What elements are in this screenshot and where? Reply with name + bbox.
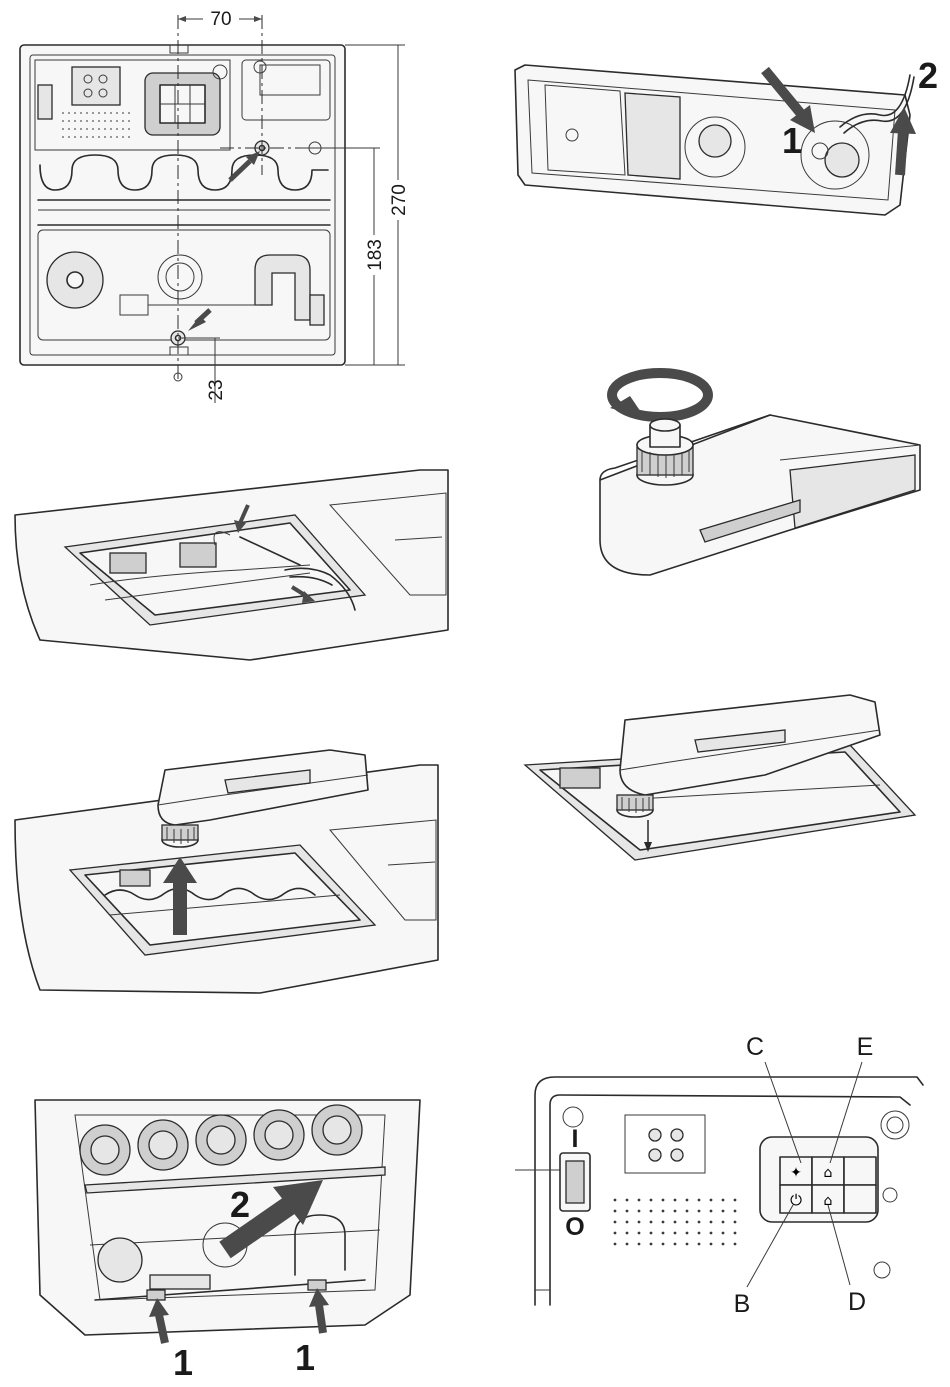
callout-1-right-label: 1	[295, 1337, 315, 1378]
dimension-drawing: 70 270 183 23	[10, 5, 430, 405]
switch-off-mark: O	[565, 1213, 584, 1241]
label-c: C	[746, 1033, 764, 1061]
panel-installation-dimensions: 70 270 183 23	[10, 5, 430, 405]
panel-cover-cable-routing: 1 2	[510, 55, 940, 230]
filter-cap-drawing	[590, 360, 930, 580]
panel-control-elements: I O ✦ ⌂ ⏻ ⌂ C E B D	[505, 1025, 945, 1325]
control-panel-drawing: I O ✦ ⌂ ⏻ ⌂ C E B D	[505, 1025, 945, 1325]
callout-1-label: 1	[782, 120, 802, 161]
label-e: E	[857, 1033, 874, 1061]
label-d: D	[848, 1288, 866, 1316]
dimension-70-label: 70	[210, 9, 231, 30]
callout-2-label: 2	[918, 55, 938, 96]
light-key-icon[interactable]: ⌂	[824, 1165, 833, 1181]
callout-2-label: 2	[230, 1184, 250, 1225]
panel-seat-module-on-panel	[520, 690, 920, 870]
panel-release-fan-unit: 1 1 2	[25, 1095, 430, 1380]
cover-cable-drawing: 1 2	[510, 55, 940, 230]
fan-speed-key-icon[interactable]: ✦	[790, 1165, 802, 1181]
worktop-prying-drawing	[10, 465, 450, 675]
module-insert-drawing	[10, 745, 440, 995]
panel-insert-module-from-above	[10, 745, 440, 995]
panel-remove-panel-from-worktop	[10, 465, 450, 675]
dimension-183-label: 183	[365, 239, 386, 271]
module-seat-drawing	[520, 690, 920, 870]
label-b: B	[734, 1290, 751, 1318]
dimension-270-label: 270	[389, 184, 410, 216]
panel-rotate-filter-cap	[590, 360, 930, 580]
switch-on-mark: I	[572, 1125, 579, 1153]
fan-unit-release-drawing: 1 1 2	[25, 1095, 430, 1380]
callout-1-left-label: 1	[173, 1342, 193, 1383]
dimension-23-label: 23	[206, 379, 227, 400]
